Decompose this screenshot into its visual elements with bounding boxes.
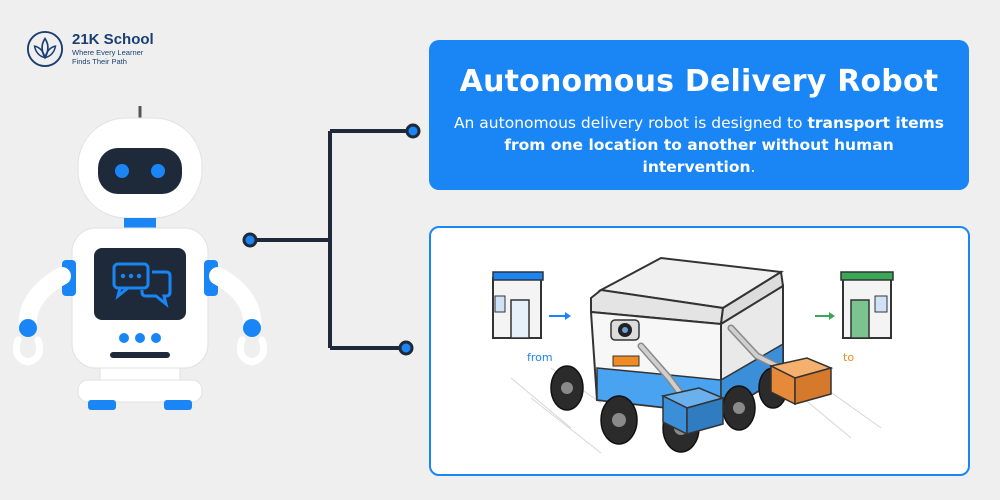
description: An autonomous delivery robot is designed… — [453, 112, 945, 178]
connector-dot-image — [398, 340, 414, 356]
robot-button-3 — [151, 333, 161, 343]
robot-eye-right — [151, 164, 165, 178]
lotus-logo-icon — [26, 30, 64, 68]
from-building — [492, 271, 544, 339]
brand-logo: 21K School Where Every Learner Finds The… — [26, 30, 154, 68]
page-title: Autonomous Delivery Robot — [459, 64, 939, 99]
illustration-card: from to — [429, 226, 970, 476]
robot-button-1 — [119, 333, 129, 343]
robot-arm-right — [209, 267, 262, 335]
chat-bubbles-icon — [112, 262, 172, 308]
robot-foot-left — [88, 400, 116, 410]
to-building — [840, 271, 894, 339]
robot-base — [77, 379, 203, 403]
to-label: to — [843, 351, 854, 364]
brand-name: 21K School — [72, 31, 154, 48]
description-bold: transport items from one location to ano… — [504, 114, 945, 176]
robot-slot — [110, 352, 170, 358]
robot-visor — [98, 148, 182, 194]
brand-tagline-2: Finds Their Path — [72, 57, 127, 66]
connector-dot-title — [405, 123, 421, 139]
robot-hand-right — [243, 319, 261, 337]
arrow-right-icon — [549, 312, 571, 320]
title-card: Autonomous Delivery Robot An autonomous … — [429, 40, 969, 190]
robot-eye-left — [115, 164, 129, 178]
brand-tagline-1: Where Every Learner — [72, 48, 144, 57]
robot-foot-right — [164, 400, 192, 410]
robot-screen — [94, 248, 186, 320]
delivery-robot — [550, 256, 834, 453]
robot-arm-left — [18, 267, 71, 335]
from-label: from — [527, 351, 553, 364]
robot-neck — [124, 218, 156, 230]
robot-button-2 — [135, 333, 145, 343]
arrow-right-icon — [815, 312, 835, 320]
robot-illustration — [12, 106, 268, 410]
robot-hand-left — [19, 319, 37, 337]
description-pre: An autonomous delivery robot is designed… — [453, 114, 808, 132]
description-post: . — [750, 158, 756, 176]
delivery-robot-scene: from to — [491, 238, 894, 464]
